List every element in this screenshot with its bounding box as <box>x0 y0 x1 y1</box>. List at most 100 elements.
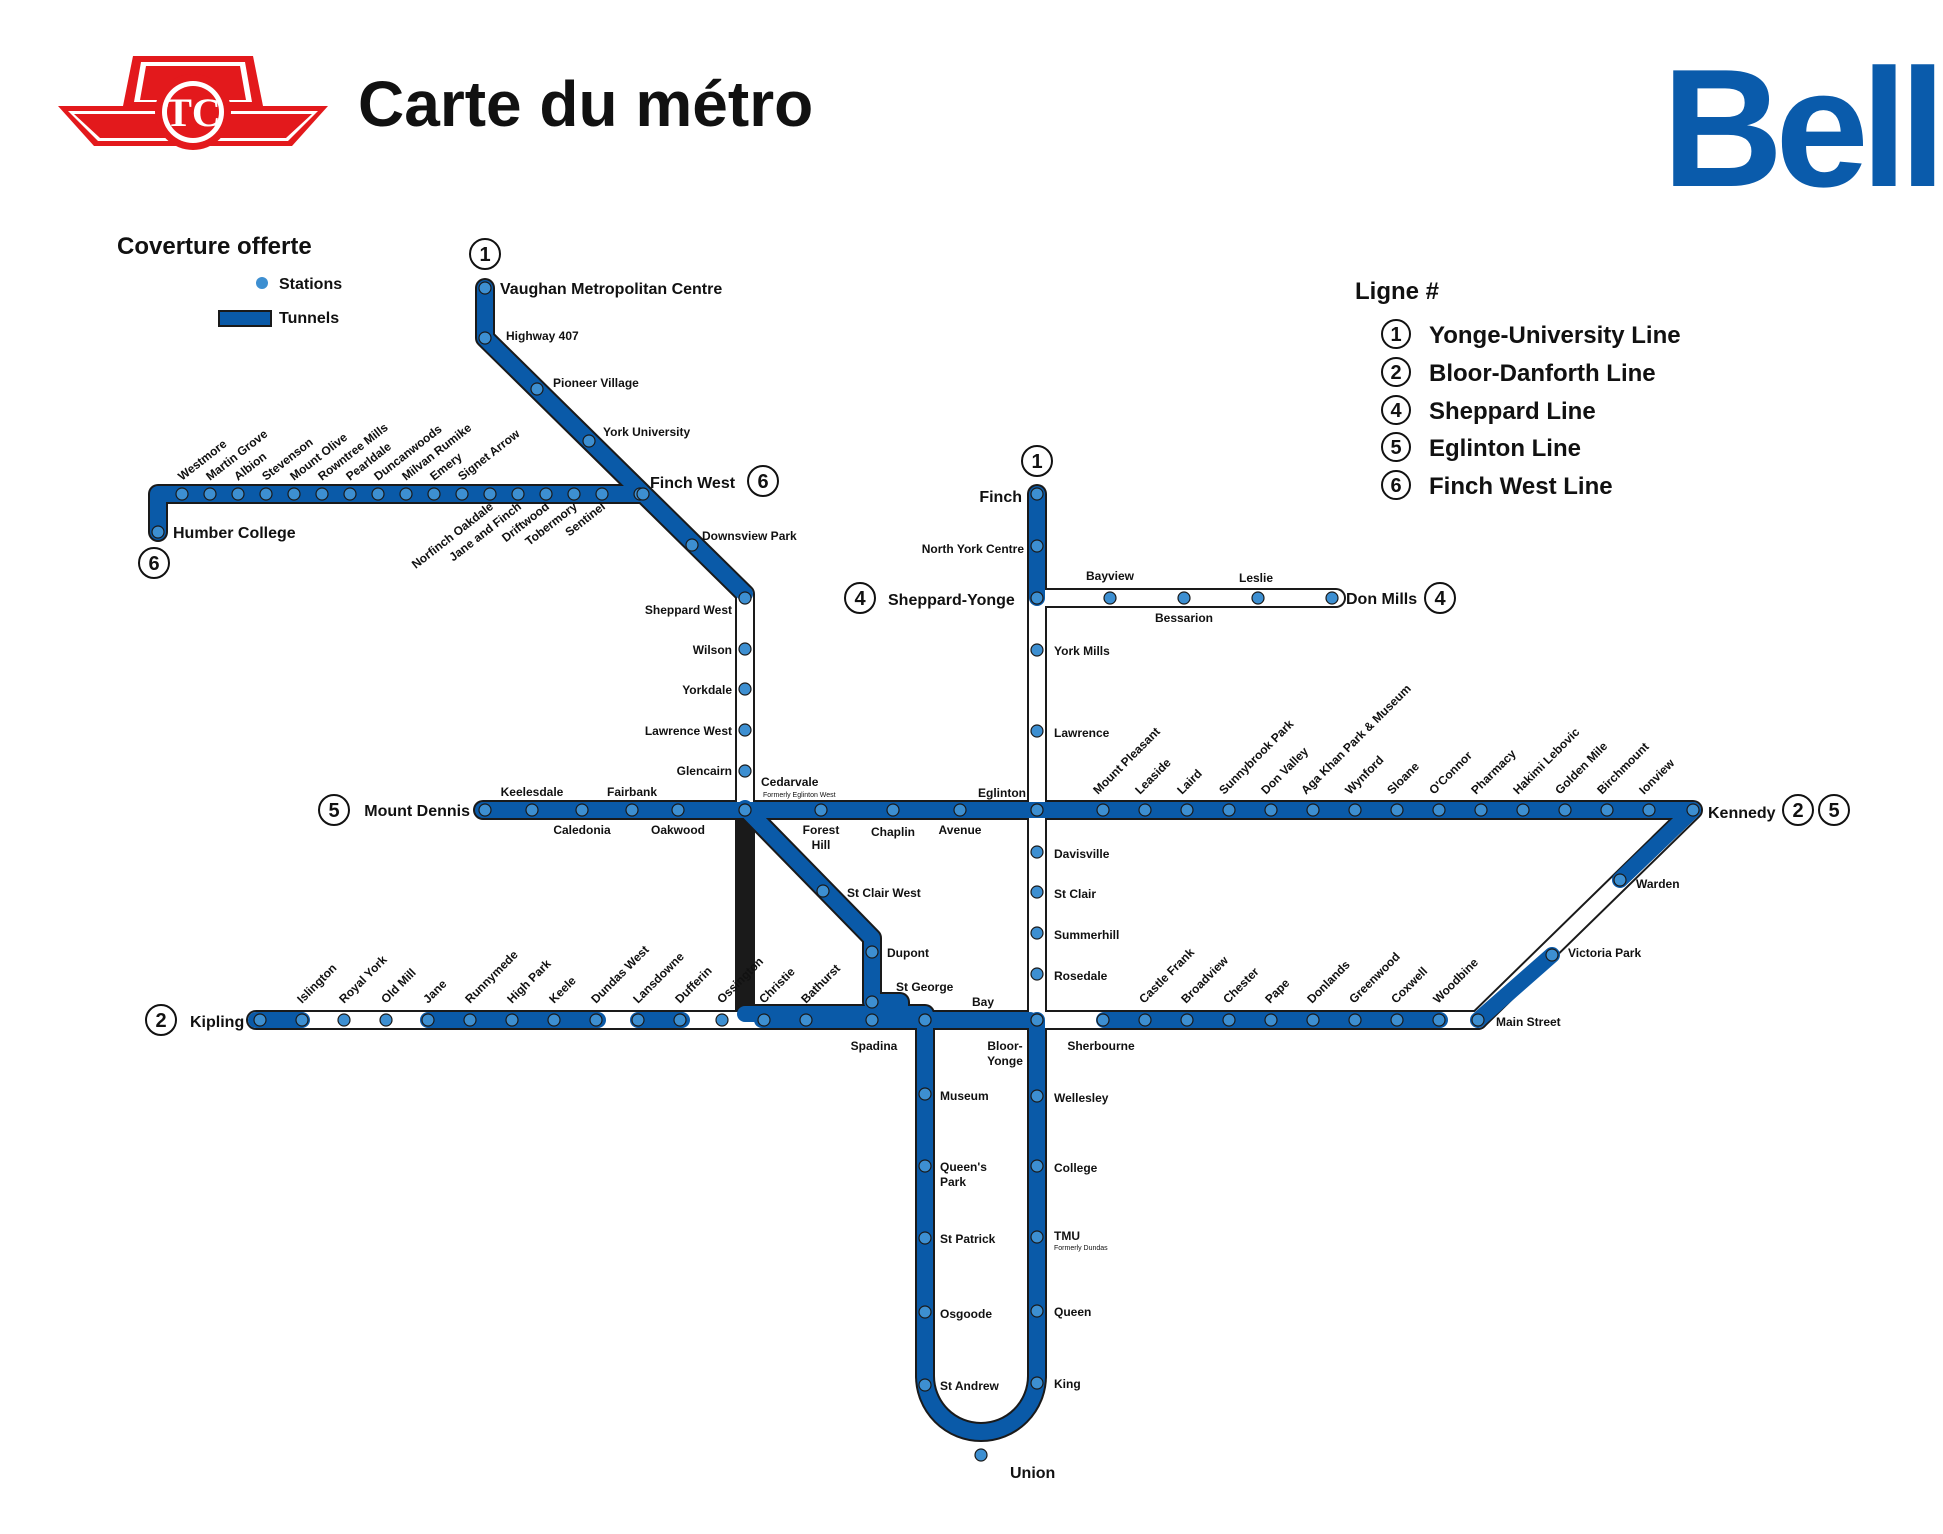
station-dot <box>1030 1230 1044 1244</box>
station-dot <box>539 487 553 501</box>
station-label: Lawrence West <box>645 724 732 738</box>
station-label: Christie <box>756 964 798 1006</box>
station-dot <box>757 1013 771 1027</box>
station-dot <box>1138 803 1152 817</box>
station-label: King <box>1054 1377 1081 1391</box>
svg-text:1: 1 <box>1031 451 1042 473</box>
station-dot <box>974 1448 988 1462</box>
station-dot <box>1251 591 1265 605</box>
line-4-badge-icon <box>844 582 876 614</box>
line-6-badge-icon <box>1381 470 1411 500</box>
station-dot <box>421 1013 435 1027</box>
station-label: Davisville <box>1054 847 1110 861</box>
station-label: York University <box>603 425 690 439</box>
station-dot <box>673 1013 687 1027</box>
station-label: Sheppard-Yonge <box>888 592 1015 609</box>
line-legend-item: 2 Bloor-Danforth Line <box>1381 357 1656 387</box>
station-dot <box>1325 591 1339 605</box>
station-label: Finch West <box>650 475 736 492</box>
station-label: Sunnybrook Park <box>1216 717 1296 797</box>
station-label: Wellesley <box>1054 1091 1109 1105</box>
station-note: Formerly Eglinton West <box>763 792 836 799</box>
station-dot <box>918 1231 932 1245</box>
station-dot <box>478 803 492 817</box>
station-label: Sloane <box>1384 759 1422 797</box>
station-label: Leaside <box>1132 755 1174 797</box>
station-label: Ionview <box>1636 756 1677 797</box>
station-label: Don Mills <box>1346 591 1417 608</box>
svg-text:6: 6 <box>1390 475 1401 497</box>
station-label: St Patrick <box>940 1232 996 1246</box>
station-label: Museum <box>940 1089 989 1103</box>
station-dot <box>399 487 413 501</box>
station-dot <box>1686 803 1700 817</box>
station-dot <box>478 331 492 345</box>
station-dot <box>1558 803 1572 817</box>
station-label: Bay <box>972 995 994 1009</box>
station-dot <box>582 434 596 448</box>
line-5-badge-icon <box>1381 432 1411 462</box>
tunnel-icon <box>218 310 272 327</box>
station-label: Dufferin <box>672 964 714 1006</box>
station-dot <box>953 803 967 817</box>
station-label: Downsview Park <box>702 529 797 543</box>
line-legend: Ligne # 1 Yonge-University Line 2 Bloor-… <box>1355 278 1681 500</box>
station-dot <box>595 487 609 501</box>
station-dot <box>1348 1013 1362 1027</box>
station-dot <box>1030 643 1044 657</box>
station-label: Chaplin <box>871 825 915 839</box>
line-6-badge-icon <box>138 547 170 579</box>
station-dot <box>918 1159 932 1173</box>
station-label: TMU <box>1054 1229 1080 1243</box>
station-dot <box>1030 1159 1044 1173</box>
svg-text:5: 5 <box>1828 800 1839 822</box>
station-dot <box>738 723 752 737</box>
line-legend-item: 5 Eglinton Line <box>1381 432 1581 462</box>
station-label: Fairbank <box>607 785 657 799</box>
station-dot <box>505 1013 519 1027</box>
station-label: Leslie <box>1239 571 1273 585</box>
station-icon <box>256 277 268 289</box>
station-dot <box>231 487 245 501</box>
station-dot <box>511 487 525 501</box>
line-6-badge-icon <box>747 465 779 497</box>
svg-text:2: 2 <box>1390 362 1401 384</box>
station-dot <box>738 682 752 696</box>
station-dot <box>547 1013 561 1027</box>
station-dot <box>1432 1013 1446 1027</box>
line-1-badge-icon <box>1021 445 1053 477</box>
station-dot <box>886 803 900 817</box>
station-label: Queen's <box>940 1160 987 1174</box>
legend-tunnels-label: Tunnels <box>279 310 339 327</box>
station-label: Queen <box>1054 1305 1091 1319</box>
station-dot <box>1222 803 1236 817</box>
station-dot <box>1348 803 1362 817</box>
station-label: Pape <box>1262 976 1292 1006</box>
station-label: Caledonia <box>553 823 611 837</box>
line-legend-item: 6 Finch West Line <box>1381 470 1613 500</box>
station-label: Wilson <box>693 643 732 657</box>
station-dot <box>455 487 469 501</box>
station-dot <box>865 1013 879 1027</box>
station-dot <box>1030 926 1044 940</box>
ttc-logo: TC <box>58 56 328 150</box>
station-dot <box>685 538 699 552</box>
svg-text:2: 2 <box>155 1010 166 1032</box>
station-dot <box>1030 1376 1044 1390</box>
station-label: Laird <box>1174 766 1205 797</box>
station-dot <box>1306 803 1320 817</box>
station-label: St Clair <box>1054 887 1096 901</box>
station-label: St Clair West <box>847 886 921 900</box>
station-label: Woodbine <box>1430 955 1481 1006</box>
station-label: Summerhill <box>1054 928 1119 942</box>
station-dot <box>379 1013 393 1027</box>
station-dot <box>738 803 752 817</box>
station-dot <box>1096 803 1110 817</box>
station-dot <box>589 1013 603 1027</box>
station-label: Vaughan Metropolitan Centre <box>500 281 722 298</box>
station-dot <box>287 487 301 501</box>
map-badges: 1 1 6 6 4 4 5 2 5 2 <box>138 238 1850 1036</box>
station-dot <box>1030 845 1044 859</box>
station-note: Formerly Dundas <box>1054 1245 1108 1252</box>
station-label: Sherbourne <box>1067 1039 1135 1053</box>
